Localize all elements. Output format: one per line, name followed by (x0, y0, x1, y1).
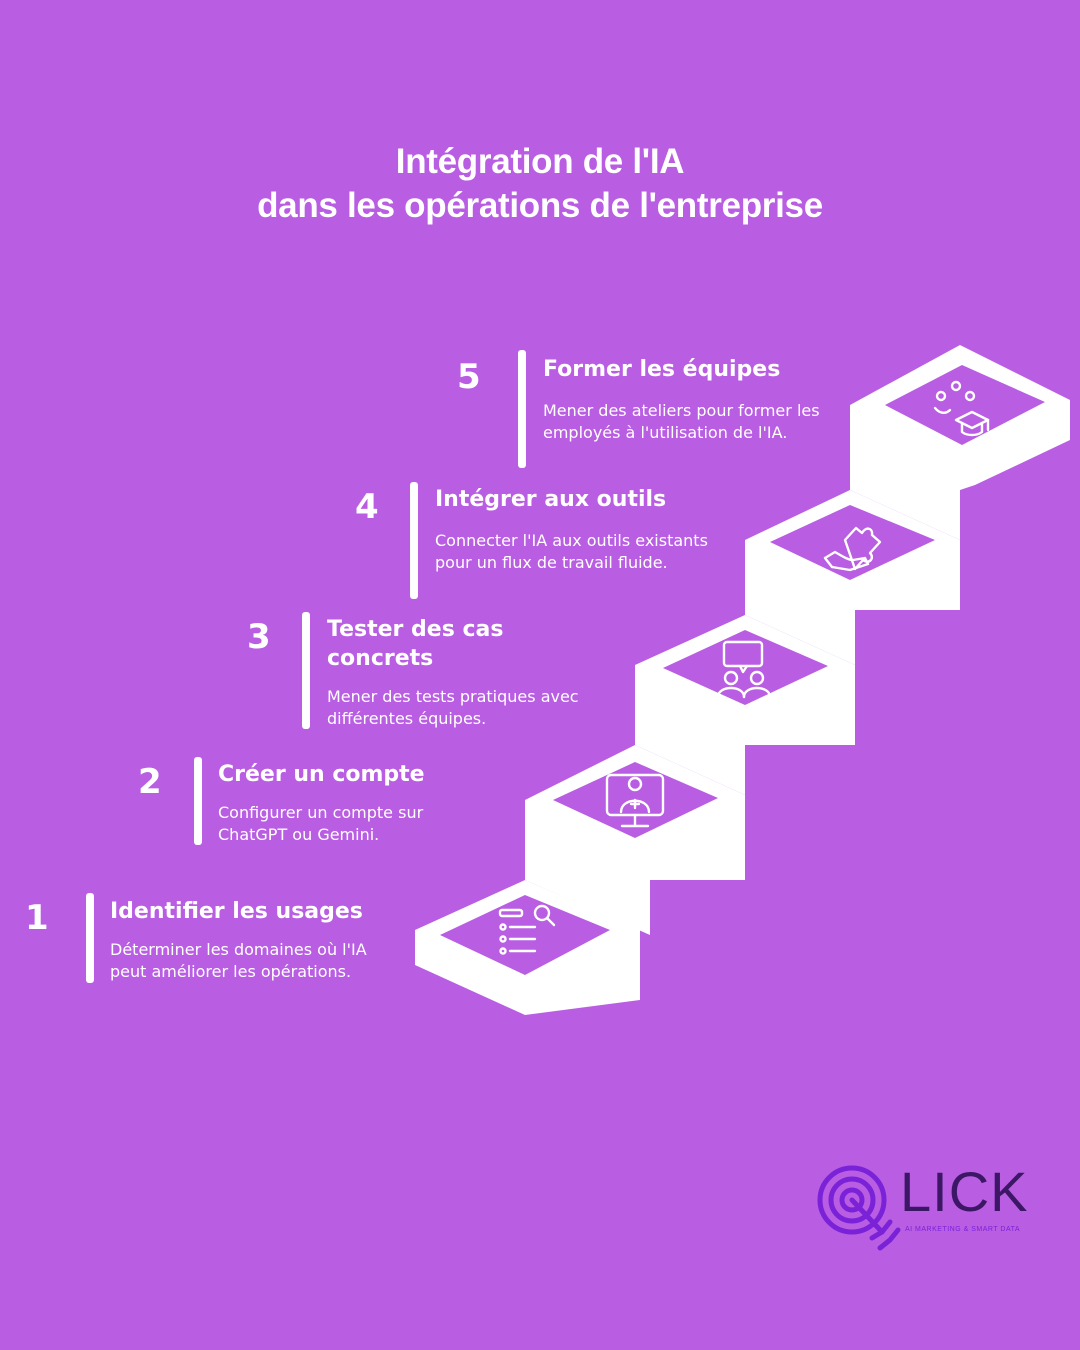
step-4-bar (410, 482, 418, 599)
people-question-icon (716, 640, 772, 699)
step-1-description: Déterminer les domaines où l'IA peut amé… (110, 940, 367, 981)
user-monitor-icon (605, 773, 665, 828)
step-2-title: Créer un compte (218, 762, 425, 787)
hand-puzzle-icon (823, 526, 882, 572)
step-3-description: Mener des tests pratiques avec différent… (327, 687, 579, 728)
step-2-bar (194, 757, 202, 845)
checklist-search-icon (498, 904, 556, 955)
step-5-title: Former les équipes (543, 357, 781, 382)
title-line-1: Intégration de l'IA (395, 142, 685, 181)
step-3-bar (302, 612, 310, 729)
step-1-bar (86, 893, 94, 983)
step-4-description: Connecter l'IA aux outils existants pour… (435, 531, 708, 572)
graduation-cap-icon (933, 380, 990, 437)
step-5-bar (518, 350, 526, 468)
page-title: Intégration de l'IA dans les opérations … (0, 140, 1080, 228)
target-arrow-logo-icon (817, 1165, 901, 1251)
step-3-number: 3 (247, 617, 271, 657)
step-1-number: 1 (25, 898, 49, 938)
step-5-number: 5 (457, 357, 481, 397)
step-2-description: Configurer un compte sur ChatGPT ou Gemi… (218, 803, 424, 844)
stair-tops (440, 365, 1045, 975)
stair-top-1 (440, 895, 610, 975)
title-line-2: dans les opérations de l'entreprise (257, 186, 823, 225)
logo-wordmark: LICK (900, 1160, 1029, 1223)
stair-top-5 (885, 365, 1045, 445)
step-4-number: 4 (355, 487, 379, 527)
step-2-number: 2 (138, 762, 162, 802)
step-3-title: Tester des cas concrets (327, 617, 504, 671)
logo-tagline: AI MARKETING & SMART DATA (905, 1226, 1021, 1233)
step-1-title: Identifier les usages (110, 899, 363, 924)
step-5-description: Mener des ateliers pour former les emplo… (543, 401, 820, 442)
stair-top-4 (770, 505, 935, 580)
step-4-title: Intégrer aux outils (435, 487, 667, 512)
